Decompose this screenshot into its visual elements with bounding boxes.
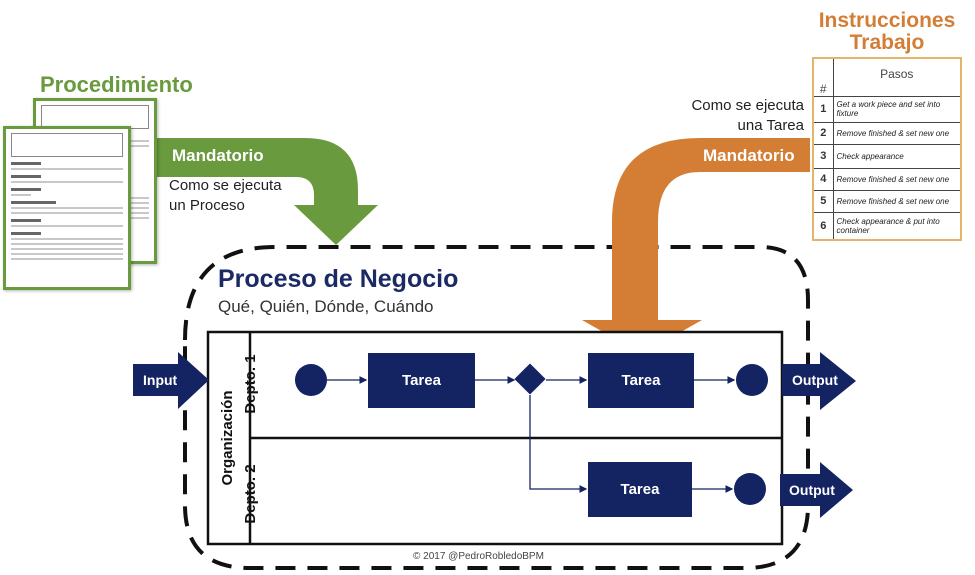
orange-desc-line1: Como se ejecuta bbox=[691, 97, 804, 114]
orange-arrow-description: Como se ejecuta una Tarea bbox=[650, 96, 804, 136]
output-arrow-1 bbox=[782, 352, 856, 410]
gateway bbox=[514, 363, 546, 395]
task-2: Tarea bbox=[588, 353, 694, 408]
process-title: Proceso de Negocio bbox=[218, 265, 459, 293]
wi-header-steps: Pasos bbox=[832, 57, 962, 97]
green-mandatory-arrow bbox=[155, 138, 378, 245]
procedure-title: Procedimiento bbox=[40, 72, 193, 97]
wi-num: 1 bbox=[812, 95, 834, 123]
wi-title-line2: Trabajo bbox=[849, 31, 925, 54]
wi-step: Check appearance bbox=[832, 143, 962, 169]
wi-step: Remove finished & set new one bbox=[832, 167, 962, 191]
green-desc-line1: Como se ejecuta bbox=[169, 177, 282, 194]
green-desc-line2: un Proceso bbox=[169, 197, 245, 214]
green-arrow-description: Como se ejecuta un Proceso bbox=[169, 176, 282, 216]
work-instructions-title: Instrucciones Trabajo bbox=[812, 10, 962, 54]
task-3: Tarea bbox=[588, 462, 692, 517]
wi-step: Check appearance & put into container bbox=[832, 211, 962, 241]
wi-num: 6 bbox=[812, 211, 834, 241]
orange-mandatory-label: Mandatorio bbox=[703, 146, 795, 165]
wi-num: 5 bbox=[812, 189, 834, 213]
copyright-text: © 2017 @PedroRobledoBPM bbox=[413, 551, 544, 562]
input-label: Input bbox=[143, 372, 178, 388]
output-label-1: Output bbox=[792, 372, 838, 388]
wi-header-num: # bbox=[812, 57, 834, 97]
orange-desc-line2: una Tarea bbox=[737, 117, 804, 134]
wi-num: 3 bbox=[812, 143, 834, 169]
wi-step: Remove finished & set new one bbox=[832, 189, 962, 213]
end-event-2 bbox=[734, 473, 766, 505]
process-boundary bbox=[183, 245, 810, 570]
end-event-1 bbox=[736, 364, 768, 396]
wi-step: Get a work piece and set into fixture bbox=[832, 95, 962, 123]
orange-mandatory-arrow bbox=[582, 138, 810, 354]
input-arrow bbox=[133, 352, 209, 409]
green-mandatory-label: Mandatorio bbox=[172, 146, 264, 165]
output-arrow-2 bbox=[780, 462, 853, 518]
lane-label-1: Depto. 1 bbox=[242, 354, 259, 414]
organization-label: Organización bbox=[219, 390, 236, 486]
lane-label-2: Depto. 2 bbox=[242, 464, 259, 524]
wi-title-line1: Instrucciones bbox=[818, 9, 956, 32]
process-subtitle: Qué, Quién, Dónde, Cuándo bbox=[218, 297, 434, 316]
output-label-2: Output bbox=[789, 482, 835, 498]
task-1: Tarea bbox=[368, 353, 475, 408]
wi-step: Remove finished & set new one bbox=[832, 121, 962, 145]
wi-num: 2 bbox=[812, 121, 834, 145]
start-event bbox=[295, 364, 327, 396]
wi-num: 4 bbox=[812, 167, 834, 191]
procedure-document-front bbox=[3, 126, 131, 290]
